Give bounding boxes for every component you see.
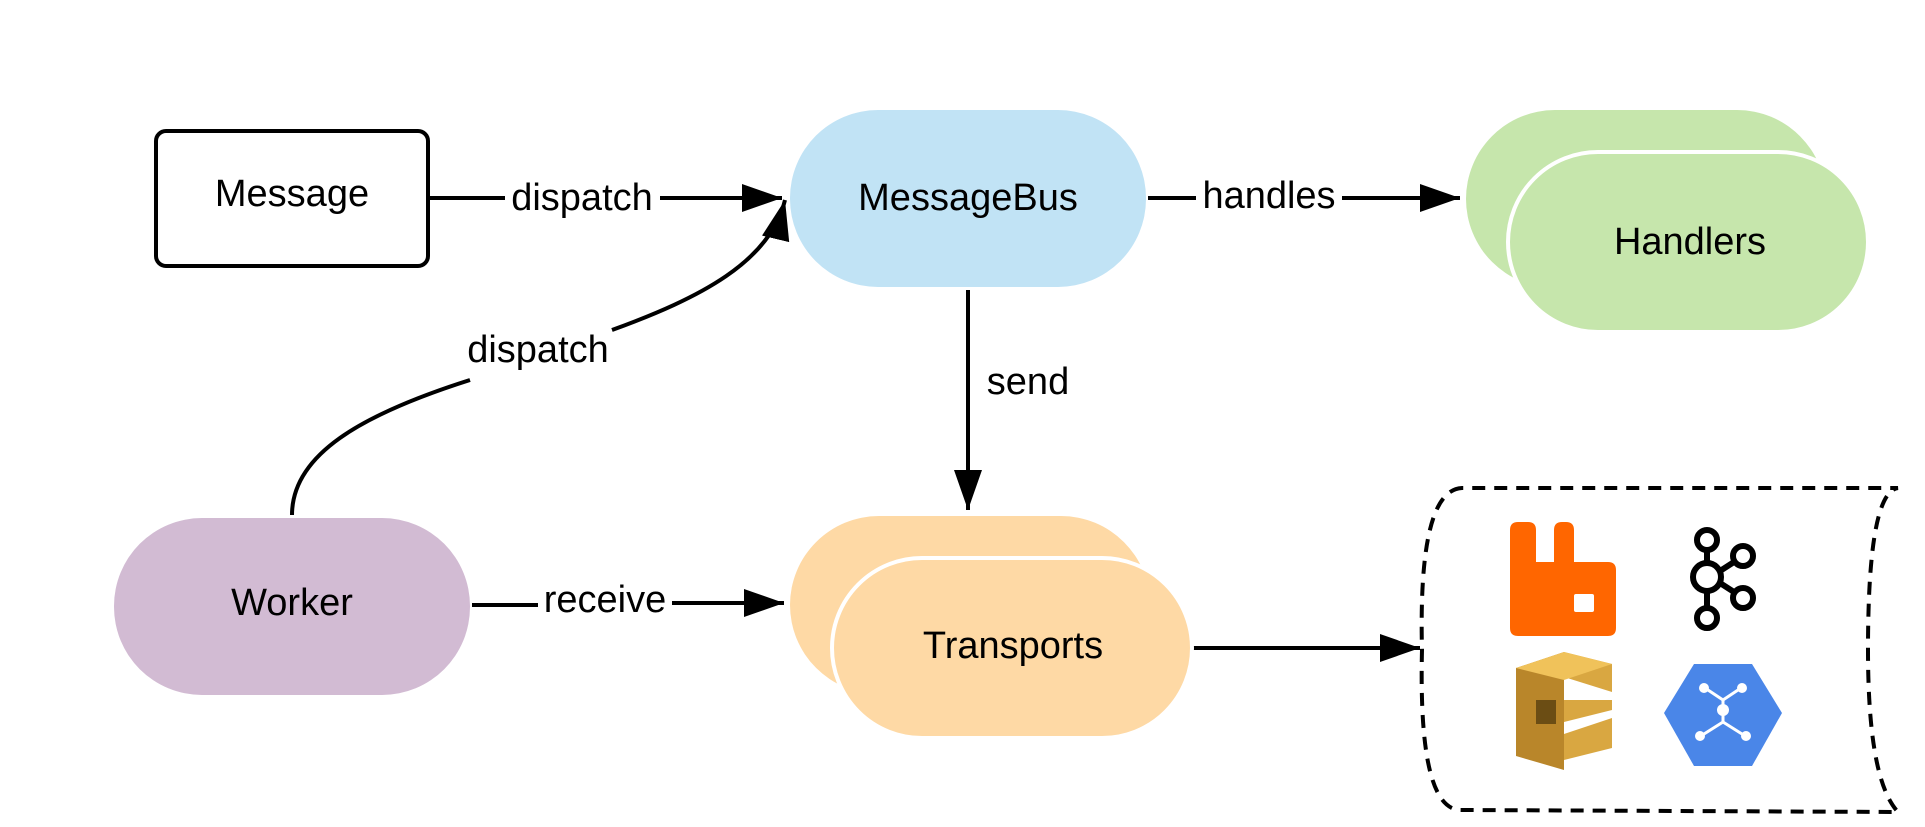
amazon-sqs-icon: [1516, 652, 1612, 770]
kafka-icon: [1690, 527, 1756, 631]
transports-front-shape: [830, 556, 1194, 740]
edge-message-to-bus: dispatch: [430, 177, 782, 219]
edge-label-dispatch: dispatch: [511, 177, 653, 219]
node-worker: Worker: [114, 518, 470, 695]
google-pubsub-icon: [1664, 664, 1782, 766]
transport-brokers-group: [1419, 486, 1903, 815]
node-transports-label: Transports: [923, 625, 1103, 667]
node-handlers: Handlers: [1466, 110, 1870, 334]
node-transports: Transports: [790, 516, 1194, 740]
node-message-label: Message: [215, 173, 369, 215]
node-handlers-label: Handlers: [1614, 221, 1766, 263]
edge-label-send: send: [987, 361, 1069, 403]
edge-bus-to-transports: send: [954, 290, 1069, 510]
edge-label-dispatch-worker: dispatch: [467, 329, 609, 371]
rabbitmq-icon: [1510, 522, 1616, 636]
edge-worker-to-transports: receive: [472, 579, 784, 621]
edge-label-receive: receive: [544, 579, 667, 621]
node-message-bus-label: MessageBus: [858, 177, 1078, 219]
edge-label-handles: handles: [1202, 175, 1335, 217]
node-worker-label: Worker: [231, 582, 353, 624]
handlers-front-shape: [1506, 150, 1870, 334]
edge-bus-to-handlers: handles: [1148, 175, 1460, 217]
node-message-bus: MessageBus: [790, 110, 1146, 287]
node-message: Message: [154, 129, 430, 268]
brokers-dashed-border: [1419, 486, 1903, 815]
edge-worker-to-bus: dispatch: [290, 199, 790, 516]
